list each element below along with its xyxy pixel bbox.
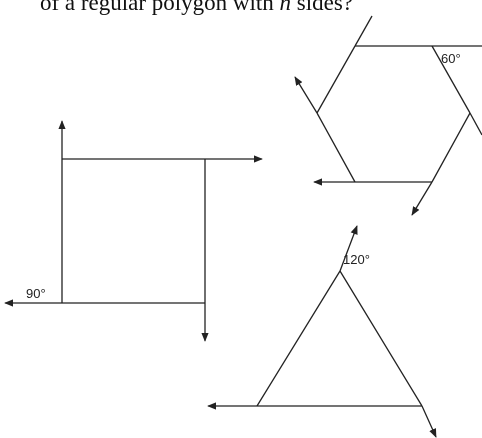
hexagon-ray-bottom-right <box>411 181 433 216</box>
triangle-ray-top <box>339 225 358 272</box>
hexagon-ray-right <box>469 112 482 136</box>
square-figure: 90° <box>4 120 263 342</box>
question-text-start: of a regular polygon with <box>40 0 280 15</box>
hexagon-ray-top-left <box>354 15 373 47</box>
hexagon-ray-left <box>294 76 318 114</box>
square-angle-label: 90° <box>26 286 46 301</box>
variable-n: n <box>279 0 292 15</box>
hexagon-figure: 60° <box>294 15 482 216</box>
triangle-angle-label: 120° <box>343 252 370 267</box>
hexagon-edge-bottom-left <box>316 112 356 183</box>
triangle-figure: 120° <box>207 225 437 438</box>
triangle-edge-left <box>256 270 341 407</box>
triangle-edge-right <box>339 270 423 407</box>
triangle-ray-bottom-right <box>421 405 437 438</box>
hexagon-edge-top-left <box>316 45 356 114</box>
question-text: of a regular polygon with n sides? <box>40 0 353 14</box>
hexagon-edge-top-right <box>431 45 471 114</box>
hexagon-edge-bottom-right <box>431 112 471 183</box>
question-text-end: sides? <box>291 0 353 15</box>
hexagon-angle-label: 60° <box>441 51 461 66</box>
